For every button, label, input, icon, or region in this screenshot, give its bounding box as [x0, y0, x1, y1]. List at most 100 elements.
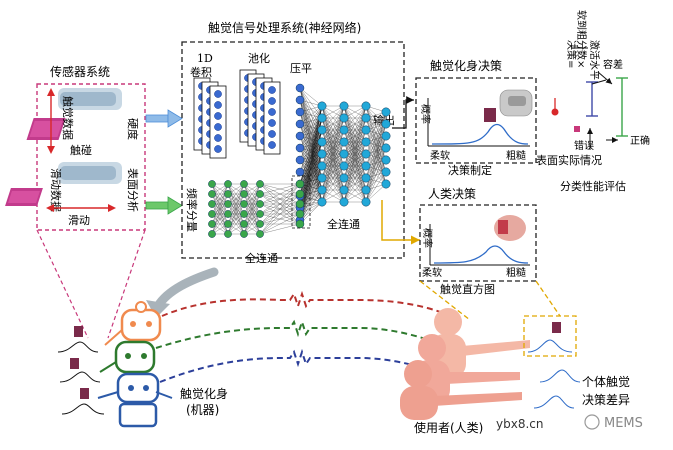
- nn-node: [224, 210, 232, 218]
- nn-connection: [365, 111, 387, 167]
- nn-connection: [227, 203, 245, 235]
- conv-node: [214, 90, 222, 98]
- classification-eval-panel: 软到粗分数× 决策= 激活水平 容差 错误 正确 表面实际情况 分类性能评估: [536, 10, 650, 193]
- nn-connection: [299, 105, 323, 137]
- nn-connection: [365, 111, 387, 203]
- nn-node: [317, 197, 327, 207]
- nn-node: [295, 199, 305, 209]
- nn-node: [361, 125, 371, 135]
- nn-connection: [365, 183, 387, 203]
- nn-connection: [299, 105, 323, 125]
- robot-sample-icon-3: [80, 388, 89, 399]
- nn-connection: [321, 105, 345, 155]
- green-input-arrow: [145, 196, 183, 215]
- nn-node: [317, 161, 327, 171]
- conv-node: [214, 112, 222, 120]
- blue-input-arrow: [145, 109, 183, 128]
- flatten-label: 压平: [290, 62, 312, 75]
- human-rough-label: 粗糙: [506, 266, 526, 279]
- nn-connection: [299, 105, 323, 205]
- nn-connection: [211, 183, 229, 215]
- nn-connection: [211, 203, 229, 235]
- nn-node: [256, 190, 264, 198]
- human-distribution-curve: [433, 245, 529, 264]
- nn-connection: [243, 213, 261, 235]
- nn-connection: [343, 105, 367, 155]
- nn-node: [381, 179, 391, 189]
- nn-node: [295, 179, 305, 189]
- embodied-decision-panel: 触觉化身决策 概率 柔软 粗糙 决策制定: [415, 58, 537, 177]
- diff-label-a: 个体触觉: [582, 375, 630, 389]
- conv1d-label-b: 卷积: [190, 65, 212, 79]
- actual-label: 表面实际情况: [536, 153, 602, 167]
- nn-node: [381, 119, 391, 129]
- nn-connection: [299, 201, 323, 221]
- diff-label-b: 决策差异: [582, 393, 630, 407]
- decision-making-label: 决策制定: [448, 163, 492, 177]
- signal-line-green: [155, 318, 447, 349]
- network-to-avatar-arrow: [153, 267, 219, 311]
- nn-connection: [259, 213, 301, 235]
- nn-connection: [365, 171, 387, 203]
- neural-network-frame: [181, 41, 405, 259]
- nn-node: [361, 161, 371, 171]
- avatar-label-a: 触觉化身: [180, 386, 228, 401]
- surface-analysis-label: 表面分析: [126, 168, 140, 212]
- nn-connection: [227, 193, 245, 235]
- embodied-soft-label: 柔软: [430, 149, 450, 162]
- nn-node: [224, 220, 232, 228]
- nn-connection: [321, 105, 345, 203]
- hardness-label: 硬度: [126, 118, 140, 140]
- nn-connection: [299, 105, 323, 149]
- accuracy-label: 软到粗分数×: [575, 10, 588, 68]
- tactile-data-label: 触觉数据: [61, 96, 75, 140]
- conv-node: [214, 101, 222, 109]
- conv-node: [268, 86, 276, 94]
- sensor-to-avatar-connector: [36, 229, 146, 339]
- pooling-label: 池化: [248, 51, 270, 65]
- sensor-system-panel: 传感器系统 触觉数据 触碰 硬度 滑动数据 滑动 表面分析: [5, 64, 146, 231]
- nn-connection: [299, 177, 323, 225]
- nn-node: [317, 137, 327, 147]
- nn-node: [381, 143, 391, 153]
- robot-blue: [97, 372, 173, 428]
- nn-connection: [321, 153, 345, 203]
- nn-node: [256, 220, 264, 228]
- correct-label: 正确: [630, 134, 650, 147]
- nn-node: [381, 131, 391, 141]
- nn-node: [317, 149, 327, 159]
- conv-node: [268, 108, 276, 116]
- nn-node: [240, 180, 248, 188]
- nn-node: [295, 83, 305, 93]
- watermark-site: ybx8.cn: [496, 417, 543, 431]
- nn-connection: [243, 183, 261, 205]
- nn-connection: [321, 105, 345, 143]
- nn-node: [361, 173, 371, 183]
- nn-node: [224, 230, 232, 238]
- embodied-decision-title: 触觉化身决策: [430, 58, 502, 73]
- nn-node: [361, 197, 371, 207]
- human-decision-title: 人类决策: [428, 187, 476, 201]
- conv-node: [214, 123, 222, 131]
- nn-connection: [211, 213, 229, 235]
- conv1d-label-a: 1D: [197, 52, 213, 65]
- nn-connection: [259, 183, 301, 215]
- nn-node: [339, 137, 349, 147]
- human-panel-connector: [419, 280, 561, 321]
- nn-node: [317, 113, 327, 123]
- slide-label: 滑动: [68, 214, 90, 227]
- nn-node: [295, 119, 305, 129]
- tactile-processing-title: 触觉信号处理系统(神经网络): [208, 20, 361, 35]
- embodied-rough-label: 粗糙: [506, 149, 526, 162]
- nn-connection: [365, 111, 387, 143]
- watermark: ybx8.cn MEMS: [496, 414, 643, 431]
- nn-node: [339, 161, 349, 171]
- conv-node: [268, 141, 276, 149]
- nn-node: [339, 101, 349, 111]
- nn-node: [240, 210, 248, 218]
- conv-node: [214, 145, 222, 153]
- nn-connection: [243, 193, 261, 235]
- tolerance-label: 容差: [603, 58, 623, 71]
- nn-node: [381, 155, 391, 165]
- nn-connection: [299, 183, 323, 203]
